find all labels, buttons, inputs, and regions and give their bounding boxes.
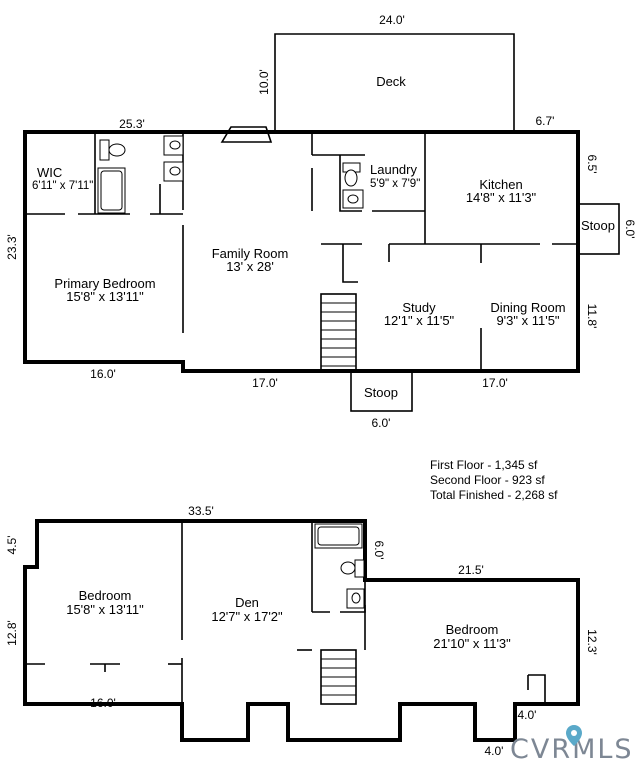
dim-top-left-short: 4.5': [5, 536, 19, 555]
first-floor-exterior-wall: [23, 130, 580, 373]
second-floor: Bedroom 15'8" x 13'11" Den 12'7" x 17'2"…: [5, 504, 599, 758]
dim-left: 23.3': [5, 234, 19, 260]
kitchen-label: Kitchen: [479, 177, 522, 192]
square-footage-summary: First Floor - 1,345 sf Second Floor - 92…: [430, 458, 558, 502]
wic-label: WIC: [37, 165, 62, 180]
study-label: Study: [402, 300, 436, 315]
first-floor: Deck 24.0' 10.0' WIC 6'11" x 7'11" Laund…: [5, 13, 637, 430]
stairs: [320, 293, 357, 372]
family-room-label: Family Room: [212, 246, 289, 261]
total-finished-sf: Total Finished - 2,268 sf: [430, 488, 558, 502]
stairs: [320, 649, 357, 705]
family-room-size: 13' x 28': [226, 259, 274, 274]
deck-width: 24.0': [379, 13, 405, 27]
bedroom-left-label: Bedroom: [79, 588, 132, 603]
wall: [339, 155, 362, 212]
cvrmls-logo: CVRMLS: [510, 725, 632, 765]
toilet: [342, 162, 361, 187]
second-floor-exterior-wall: [23, 519, 580, 742]
dim-bottom-right: 17.0': [482, 376, 508, 390]
deck-depth: 10.0': [257, 69, 271, 95]
kitchen-size: 14'8" x 11'3": [466, 190, 537, 205]
bedroom-right-label: Bedroom: [446, 622, 499, 637]
side-stoop-label: Stoop: [581, 218, 615, 233]
deck-label: Deck: [376, 74, 406, 89]
bedroom-right-size: 21'10" x 11'3": [433, 636, 511, 651]
dim-bump: 4.0': [518, 708, 537, 722]
wall: [528, 674, 546, 704]
study-size: 12'1" x 11'5": [384, 313, 455, 328]
dim-right: 12.3': [585, 629, 599, 655]
front-stoop: [350, 370, 413, 412]
den-label: Den: [235, 595, 259, 610]
dim-right-top: 21.5': [458, 563, 484, 577]
second-floor-sf: Second Floor - 923 sf: [430, 473, 545, 487]
laundry-size: 5'9" x 7'9": [370, 178, 420, 190]
dim-top-left: 25.3': [119, 117, 145, 131]
primary-bedroom-label: Primary Bedroom: [54, 276, 155, 291]
sink: [163, 135, 184, 156]
fireplace: [220, 126, 273, 143]
sink: [342, 189, 364, 209]
dim-bottom-mid: 17.0': [252, 376, 278, 390]
dining-room-label: Dining Room: [490, 300, 565, 315]
primary-bedroom-size: 15'8" x 13'11": [66, 289, 144, 304]
side-stoop-depth: 6.0': [623, 220, 637, 239]
toilet: [340, 559, 365, 578]
front-stoop-width: 6.0': [372, 416, 391, 430]
dim-bath-drop: 6.0': [372, 541, 386, 560]
laundry-label: Laundry: [370, 162, 417, 177]
sink: [163, 161, 184, 182]
dim-right-lower: 11.8': [585, 304, 599, 329]
dim-bottom-left: 16.0': [90, 367, 116, 381]
bedroom-left-size: 15'8" x 13'11": [66, 602, 144, 617]
tub: [97, 167, 126, 214]
first-floor-sf: First Floor - 1,345 sf: [430, 458, 538, 472]
wall: [342, 244, 358, 283]
location-pin-icon: [566, 725, 582, 746]
den-size: 12'7" x 17'2": [211, 609, 283, 624]
wic-size: 6'11" x 7'11": [32, 180, 93, 192]
front-stoop-label: Stoop: [364, 385, 398, 400]
dim-left: 12.8': [5, 620, 19, 646]
dim-bottom-left: 16.0': [90, 696, 116, 710]
deck-outline: [274, 33, 515, 132]
dim-top: 33.5': [188, 504, 214, 518]
dining-room-size: 9'3" x 11'5": [496, 313, 559, 328]
dim-right-upper: 6.5': [585, 155, 599, 174]
toilet: [99, 139, 126, 161]
dim-bottom-right: 4.0': [485, 744, 504, 758]
sink: [346, 588, 365, 609]
side-stoop: [577, 203, 620, 255]
dim-top-right: 6.7': [536, 114, 555, 128]
tub: [314, 523, 363, 549]
